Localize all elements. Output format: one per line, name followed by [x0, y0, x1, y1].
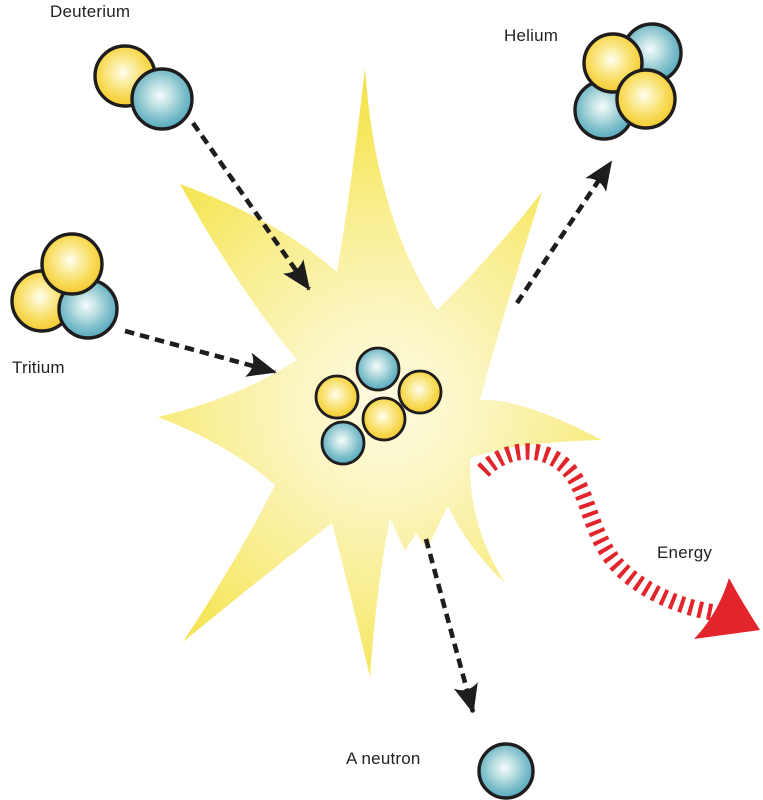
helium-out-arrow [515, 160, 613, 305]
proton-sphere [397, 369, 443, 415]
helium-atom [573, 22, 683, 141]
tritium-in-arrow [124, 328, 277, 377]
reaction-arrows [124, 121, 613, 714]
proton-sphere [361, 396, 407, 442]
neutron-label: A neutron [346, 749, 421, 768]
deuterium-label: Deuterium [50, 2, 131, 21]
neutron-sphere [320, 420, 366, 466]
energy-arrowhead-icon [694, 578, 760, 639]
deuterium-in-arrow [191, 121, 311, 291]
energy-arrow [477, 443, 760, 639]
tritium-label: Tritium [12, 358, 65, 377]
helium-label: Helium [504, 26, 559, 45]
neutron-out-arrow [423, 538, 478, 714]
proton-sphere [615, 68, 677, 130]
proton-sphere [40, 232, 104, 296]
energy-wave-stripes [477, 443, 724, 623]
proton-sphere [314, 374, 360, 420]
neutron-sphere [355, 346, 401, 392]
tritium-atom [10, 232, 119, 340]
energy-label: Energy [657, 543, 713, 562]
deuterium-atom [93, 44, 194, 131]
neutron-sphere [130, 67, 194, 131]
free-neutron-sphere [477, 742, 535, 800]
fused-nucleus [314, 346, 443, 466]
